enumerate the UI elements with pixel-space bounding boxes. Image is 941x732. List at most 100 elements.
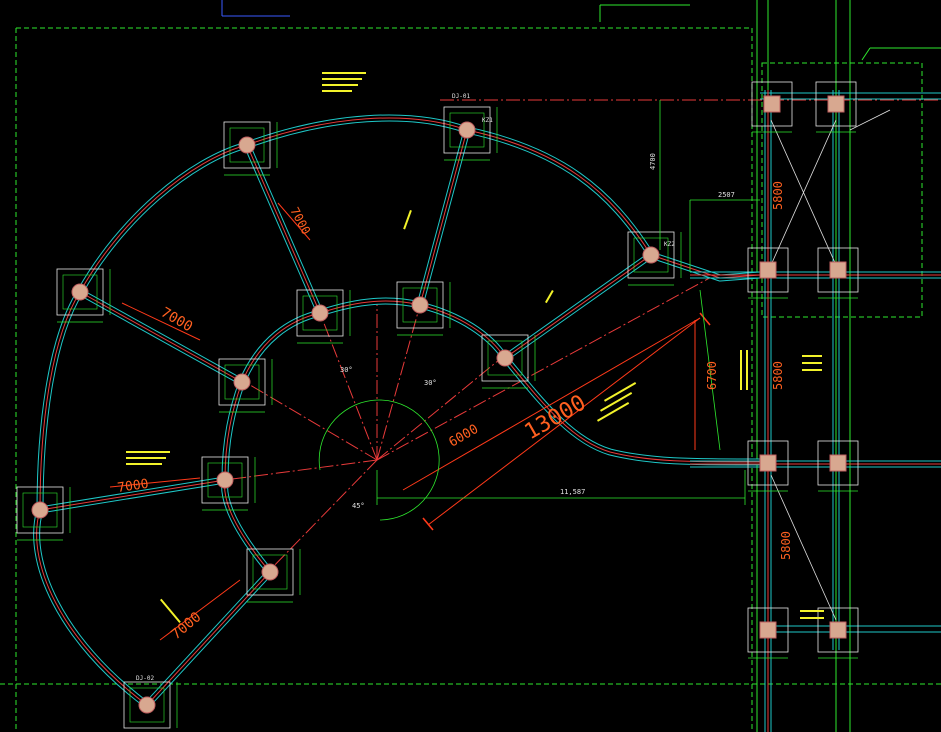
dim-5800-label-bot: 5800	[779, 531, 793, 560]
dim-6700-label: 6700	[705, 361, 719, 390]
grid-cap-outline	[817, 607, 859, 653]
outer-ring-beam-axis	[36, 117, 652, 706]
pile-cap-4	[56, 268, 111, 323]
pile-cap-inner	[252, 554, 288, 590]
pile-cap-outline	[201, 456, 249, 504]
grid-column	[827, 95, 845, 113]
grid-column	[759, 454, 777, 472]
cap-tag-dj1: DJ-01	[452, 93, 470, 100]
grid-column	[829, 454, 847, 472]
grid-cap-outline	[751, 81, 793, 127]
yellow-notes	[126, 72, 824, 623]
pile-cap-7	[481, 334, 536, 389]
radial-beam-n-axis	[419, 129, 468, 306]
grid-cap-outline	[747, 607, 789, 653]
angle-30-label-b: 30°	[424, 379, 437, 387]
angle-45-label: 45°	[352, 502, 365, 510]
pile-circle	[311, 304, 329, 322]
radial-beam-nw-axis	[79, 291, 243, 383]
pile-cap-outline	[218, 358, 266, 406]
pile-cap-outline	[396, 281, 444, 329]
grid-cap-2	[815, 81, 857, 133]
dim-11587-label: 11,587	[560, 488, 585, 496]
radial-beam-ne-axis	[504, 254, 652, 359]
pile-tag-kz1: KZ1	[482, 117, 493, 124]
axis-lines	[224, 99, 941, 573]
grid-cap-3	[747, 247, 789, 299]
radial-beam-w-axis	[39, 479, 226, 511]
pile-cap-inner	[207, 462, 243, 498]
dim-2507-label: 2507	[718, 191, 735, 199]
dim-5800-label-top: 5800	[771, 181, 785, 210]
pile-circle	[496, 349, 514, 367]
pile-cap-inner	[129, 687, 165, 723]
grid-cap-outline	[817, 247, 859, 293]
grid-column	[829, 621, 847, 639]
pile-cap-inner	[22, 492, 58, 528]
pile-cap-2	[443, 106, 498, 161]
tags: DJ-01 DJ-02 KZ1 KZ2	[136, 93, 675, 682]
pile-cap-outline	[481, 334, 529, 382]
grid-cap-outline	[817, 440, 859, 486]
pile-cap-8	[218, 358, 273, 413]
pile-cap-inner	[449, 112, 485, 148]
pile-circle	[261, 563, 279, 581]
pile-cap-inner	[402, 287, 438, 323]
pile-circle	[411, 296, 429, 314]
grid-cap-outline	[747, 247, 789, 293]
angle-30-label-a: 30°	[340, 366, 353, 374]
pile-cap-outline	[627, 231, 675, 279]
pile-circle	[458, 121, 476, 139]
pile-cap-1	[223, 121, 278, 176]
grid-column	[759, 621, 777, 639]
pile-cap-inner	[302, 295, 338, 331]
pile-cap-outline	[296, 289, 344, 337]
pile-circle	[31, 501, 49, 519]
pile-cap-11	[246, 548, 301, 603]
pile-cap-inner	[224, 364, 260, 400]
pile-cap-inner	[62, 274, 98, 310]
grid-cap-5	[747, 440, 789, 492]
pile-cap-inner	[633, 237, 669, 273]
pile-circle	[216, 471, 234, 489]
pile-cap-outline	[443, 106, 491, 154]
pile-cap-outline	[123, 681, 171, 729]
red-dimensions	[109, 202, 711, 641]
pile-cap-10	[16, 486, 71, 541]
grid-cap-outline	[815, 81, 857, 127]
pile-caps	[16, 81, 859, 729]
pile-circle	[138, 696, 156, 714]
pile-cap-outline	[246, 548, 294, 596]
pile-cap-inner	[229, 127, 265, 163]
pile-cap-inner	[487, 340, 523, 376]
grid-column	[829, 261, 847, 279]
radial-beam-nnw-axis	[246, 144, 321, 314]
grid-cap-4	[817, 247, 859, 299]
pile-cap-outline	[56, 268, 104, 316]
pile-cap-outline	[223, 121, 271, 169]
pile-cap-outline	[16, 486, 64, 534]
grid-cap-1	[751, 81, 793, 133]
radial-beam-sw-axis	[146, 571, 271, 706]
grid-cap-6	[817, 440, 859, 492]
grid-cap-8	[817, 607, 859, 659]
grid-column	[763, 95, 781, 113]
grid-cap-outline	[747, 440, 789, 486]
pile-circle	[71, 283, 89, 301]
grid-column	[759, 261, 777, 279]
pile-circle	[233, 373, 251, 391]
grid-cap-7	[747, 607, 789, 659]
cap-tag-dj2: DJ-02	[136, 675, 154, 682]
pile-tag-kz2: KZ2	[664, 241, 675, 248]
pile-circle	[238, 136, 256, 154]
pile-cap-5	[296, 289, 351, 344]
pile-cap-9	[201, 456, 256, 511]
dim-5800-label-mid: 5800	[771, 361, 785, 390]
pile-circle	[642, 246, 660, 264]
inner-ring-beam-axis	[224, 300, 761, 573]
green-dimensions	[318, 100, 760, 521]
pile-cap-12	[123, 681, 178, 729]
pile-cap-3	[627, 231, 682, 286]
